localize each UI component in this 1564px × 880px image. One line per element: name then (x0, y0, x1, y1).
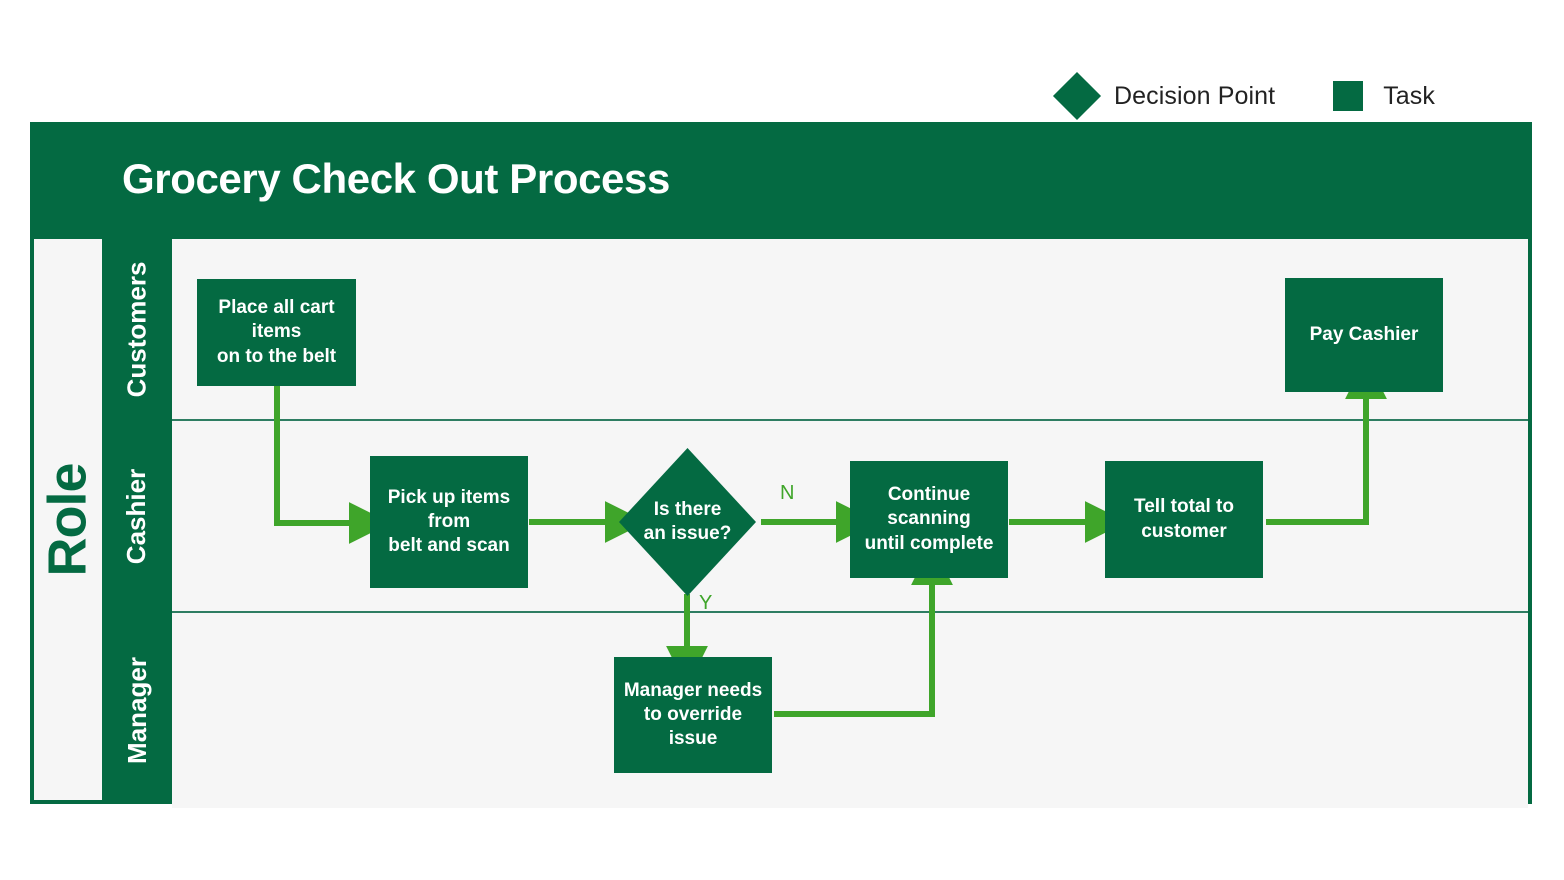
lane-label-manager: Manager (102, 613, 172, 808)
square-icon (1333, 81, 1364, 111)
lane-divider-1 (172, 419, 1528, 421)
diamond-icon (1052, 71, 1102, 121)
page-title: Grocery Check Out Process (122, 155, 670, 202)
lane-label-cashier: Cashier (102, 421, 172, 611)
legend-label-decision-point: Decision Point (1114, 81, 1276, 110)
node-label-pay-cashier: Pay Cashier (1309, 323, 1419, 345)
node-pay-cashier[interactable]: Pay Cashier (1285, 278, 1443, 392)
lane-label-customers: Customers (102, 239, 172, 419)
edge-label-no: N (780, 482, 795, 504)
role-axis-label: Role (38, 462, 98, 577)
legend: Decision Point Task (1052, 68, 1435, 124)
legend-label-task: Task (1383, 81, 1436, 110)
lane-label-text-cashier: Cashier (121, 468, 152, 564)
lane-label-column: Customers Cashier Manager (102, 239, 172, 800)
role-axis-column: Role (34, 239, 102, 800)
swimlane-diagram: Grocery Check Out Process Role Customers… (30, 122, 1532, 808)
lane-label-text-customers: Customers (121, 261, 152, 397)
diagram-title-band: Grocery Check Out Process (34, 126, 1528, 239)
legend-item-task: Task (1333, 81, 1435, 111)
lane-manager (172, 613, 1528, 808)
legend-item-decision-point: Decision Point (1052, 71, 1276, 121)
edge-label-yes: Y (699, 592, 713, 614)
lane-label-text-manager: Manager (121, 657, 152, 764)
